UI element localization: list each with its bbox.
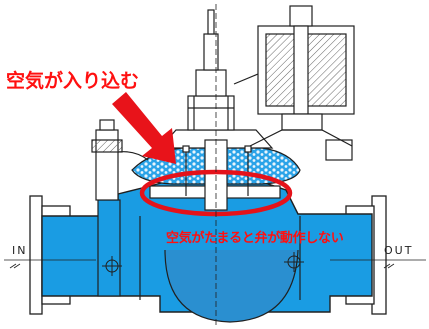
water-body bbox=[41, 177, 373, 323]
diaphragm bbox=[149, 139, 281, 211]
solenoid bbox=[233, 5, 355, 161]
center-lines bbox=[4, 4, 426, 326]
pilot-fitting bbox=[91, 119, 149, 201]
inlet-label: IN bbox=[12, 244, 28, 257]
valve-note-label: 空気がたまると弁が動作しない bbox=[166, 231, 344, 246]
arrow-icon bbox=[112, 92, 176, 164]
air-entry-label: 空気が入り込む bbox=[6, 70, 140, 92]
outlet-label: OUT bbox=[384, 244, 414, 257]
